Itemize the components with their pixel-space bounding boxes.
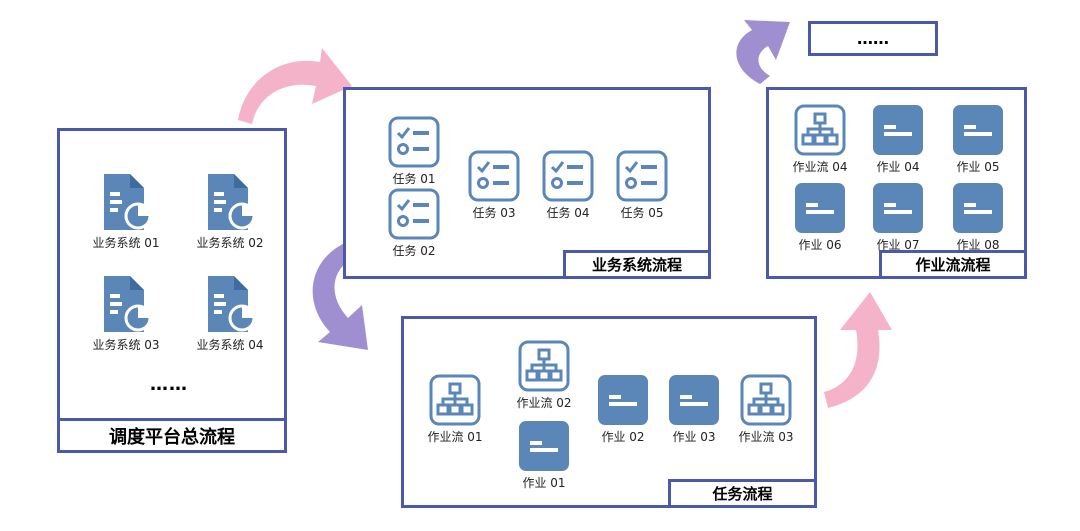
job-label: 作业 02 (601, 430, 645, 444)
dispatch-panel-title: 调度平台总流程 (57, 418, 287, 453)
purple-flow-arrow-2 (736, 20, 790, 84)
next-stage-ellipsis-box: …… (808, 21, 938, 56)
task-label: 任务 05 (620, 206, 664, 220)
job-label: 作业 03 (672, 430, 716, 444)
job-label: 作业 04 (876, 160, 920, 174)
pink-flow-arrow-1 (238, 48, 352, 124)
job-card-icon (953, 183, 1003, 233)
job-card-icon (598, 375, 648, 425)
job-node-07: 作业 07 (848, 182, 948, 253)
jobflow-node-03: 作业流 03 (716, 374, 816, 445)
system-label: 业务系统 01 (92, 236, 160, 250)
system-node-01: 业务系统 01 (76, 172, 176, 251)
job-card-icon (795, 183, 845, 233)
job-node-04: 作业 04 (848, 104, 948, 175)
checklist-icon (388, 188, 440, 240)
task-node-04: 任务 04 (518, 150, 618, 221)
checklist-icon (542, 150, 594, 202)
job-label: 作业 07 (876, 238, 920, 252)
system-node-04: 业务系统 04 (180, 274, 280, 353)
job-label: 作业 08 (956, 238, 1000, 252)
job-node-03: 作业 03 (644, 374, 744, 445)
checklist-icon (388, 116, 440, 168)
purple-flow-arrow-1 (312, 240, 368, 350)
document-chart-icon (208, 174, 256, 230)
task-panel-title: 任务流程 (668, 479, 817, 508)
task-label: 任务 02 (392, 244, 436, 258)
system-node-02: 业务系统 02 (180, 172, 280, 251)
job-label: 作业 06 (798, 238, 842, 252)
checklist-icon (468, 150, 520, 202)
document-chart-icon (208, 276, 256, 332)
task-label: 任务 03 (472, 206, 516, 220)
hierarchy-icon (518, 340, 570, 392)
job-node-06: 作业 06 (770, 182, 870, 253)
task-node-03: 任务 03 (444, 150, 544, 221)
job-card-icon (669, 375, 719, 425)
task-node-05: 任务 05 (592, 150, 692, 221)
job-label: 作业 01 (522, 476, 566, 490)
job-card-icon (873, 183, 923, 233)
jobflow-label: 作业流 04 (792, 160, 848, 174)
task-node-02: 任务 02 (364, 188, 464, 259)
document-chart-icon (104, 276, 152, 332)
jobflow-label: 作业流 03 (738, 430, 794, 444)
task-node-01: 任务 01 (364, 116, 464, 187)
jobflow-label: 作业流 01 (427, 430, 483, 444)
jobflow-node-04: 作业流 04 (770, 104, 870, 175)
business-panel-title: 业务系统流程 (563, 250, 711, 279)
system-label: 业务系统 03 (92, 338, 160, 352)
job-node-02: 作业 02 (573, 374, 673, 445)
job-node-05: 作业 05 (928, 104, 1028, 175)
system-node-03: 业务系统 03 (76, 274, 176, 353)
job-card-icon (953, 105, 1003, 155)
system-label: 业务系统 02 (196, 236, 264, 250)
document-chart-icon (104, 174, 152, 230)
job-card-icon (519, 421, 569, 471)
hierarchy-icon (740, 374, 792, 426)
hierarchy-icon (429, 374, 481, 426)
jobflow-node-01: 作业流 01 (405, 374, 505, 445)
hierarchy-icon (794, 104, 846, 156)
system-label: 业务系统 04 (196, 338, 264, 352)
jobflow-label: 作业流 02 (516, 396, 572, 410)
checklist-icon (616, 150, 668, 202)
jobflow-node-02: 作业流 02 (494, 340, 594, 411)
job-label: 作业 05 (956, 160, 1000, 174)
pink-flow-arrow-2 (824, 292, 892, 408)
job-card-icon (873, 105, 923, 155)
job-node-01: 作业 01 (494, 420, 594, 491)
task-label: 任务 04 (546, 206, 590, 220)
dispatch-panel (57, 128, 287, 453)
dispatch-more-ellipsis: …… (150, 374, 188, 395)
jobflow-panel-title: 作业流流程 (879, 250, 1027, 279)
task-label: 任务 01 (392, 172, 436, 186)
job-node-08: 作业 08 (928, 182, 1028, 253)
